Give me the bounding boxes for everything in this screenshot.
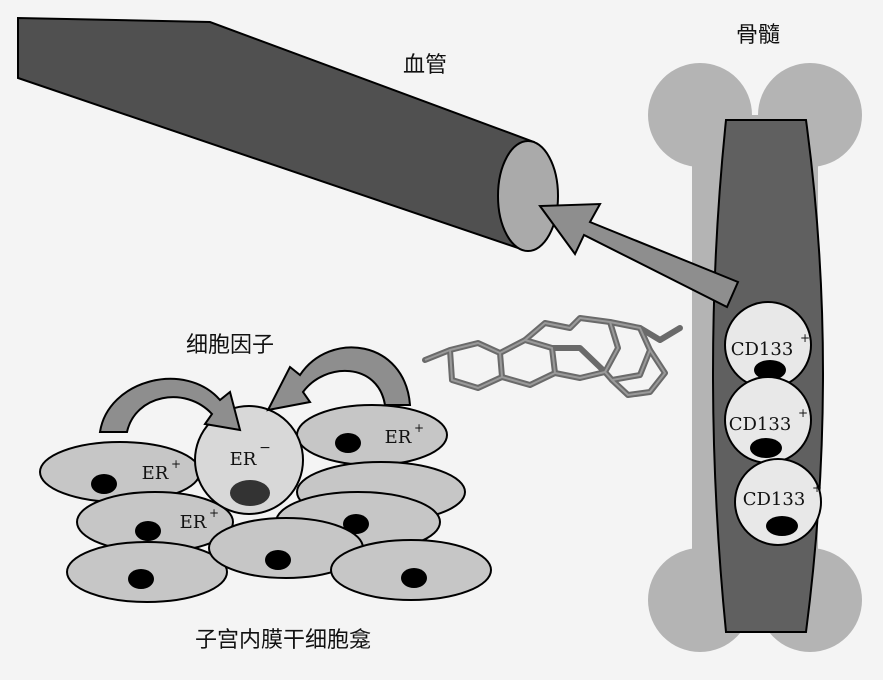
niche-cell xyxy=(330,539,492,601)
er-pos-sup: + xyxy=(171,457,181,471)
cytokine-arrow-right xyxy=(266,346,412,412)
cell-nucleus xyxy=(343,514,369,534)
estrogen-molecule-highlight xyxy=(424,317,666,396)
er-pos-label: ER xyxy=(180,512,207,533)
er-neg-stem-cell: ER − xyxy=(194,405,304,515)
cd133-cell-3: CD133 + xyxy=(734,458,822,546)
cytokine-arrow-left xyxy=(98,377,242,433)
niche-cell xyxy=(66,541,228,603)
er-pos-label: ER xyxy=(142,463,169,484)
cd133-cell-1: CD133 + xyxy=(724,301,812,389)
cd133-nucleus xyxy=(766,516,798,536)
blood-vessel xyxy=(17,16,559,252)
niche-label: 子宫内膜干细胞龛 xyxy=(195,628,371,653)
cell-nucleus xyxy=(265,550,291,570)
niche-cell: ER + xyxy=(76,491,234,553)
bone-marrow-label: 骨髓 xyxy=(736,23,780,48)
cytokines-label: 细胞因子 xyxy=(186,333,274,358)
er-neg-sup: − xyxy=(259,440,271,456)
cd133-label: CD133 xyxy=(729,414,792,435)
cd133-nucleus xyxy=(754,360,786,380)
cd133-label: CD133 xyxy=(731,339,794,360)
er-neg-label: ER xyxy=(230,449,257,470)
migration-arrow xyxy=(538,202,740,309)
cell-nucleus xyxy=(401,568,427,588)
vessel-opening xyxy=(497,140,559,252)
cd133-nucleus xyxy=(750,438,782,458)
cell-nucleus xyxy=(91,474,117,494)
blood-vessel-label: 血管 xyxy=(403,53,447,78)
vessel-body xyxy=(17,16,536,252)
niche-cells: ER + ER + ER + xyxy=(39,404,492,603)
cd133-label: CD133 xyxy=(743,489,806,510)
cd133-sup: + xyxy=(800,331,810,345)
er-pos-sup: + xyxy=(414,421,424,435)
niche-cell xyxy=(208,517,364,579)
cell-nucleus xyxy=(135,521,161,541)
stem-cell-nucleus xyxy=(230,480,270,506)
cd133-sup: + xyxy=(812,481,822,495)
cd133-cell-2: CD133 + xyxy=(724,376,812,464)
niche-cell: ER + xyxy=(296,404,448,466)
cell-nucleus xyxy=(128,569,154,589)
cell-nucleus xyxy=(335,433,361,453)
cd133-sup: + xyxy=(798,406,808,420)
er-pos-sup: + xyxy=(209,506,219,520)
er-pos-label: ER xyxy=(385,427,412,448)
